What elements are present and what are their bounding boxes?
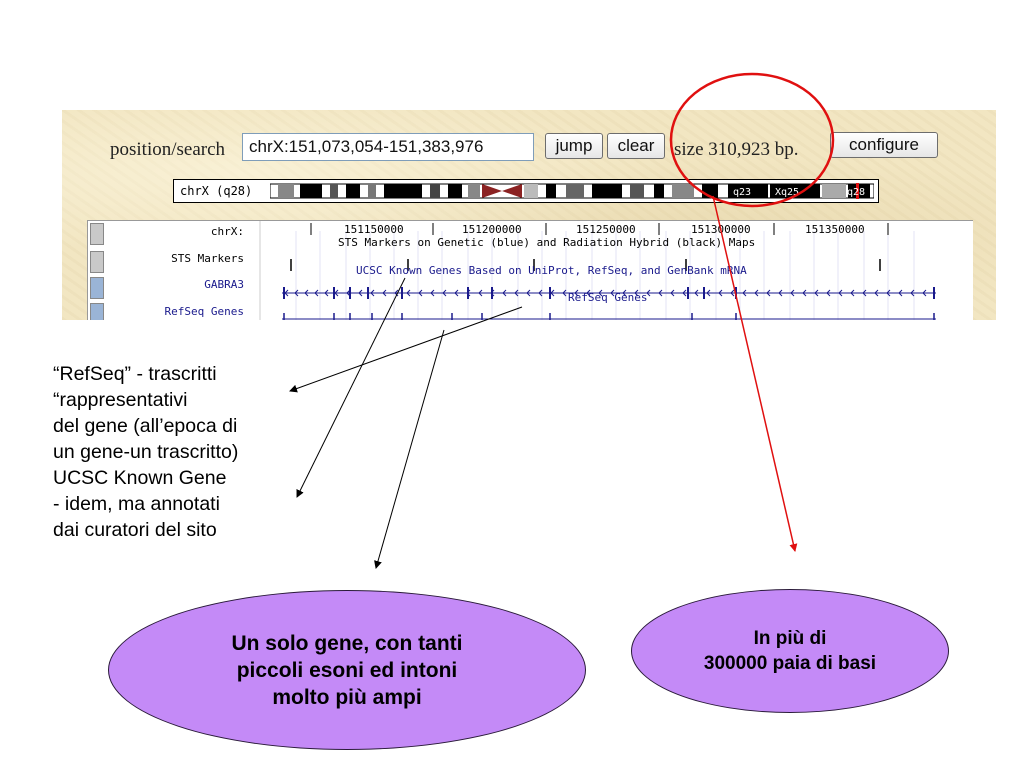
track-title-known-genes: UCSC Known Genes Based on UniProt, RefSe… [356,264,747,277]
ruler-tick-1: 151150000 [344,223,404,236]
ruler-side-button[interactable] [90,223,104,245]
track-label-refseq[interactable]: RefSeq Genes [164,305,244,318]
annotation-line-5: UCSC Known Gene [53,467,227,489]
ideogram-label: chrX (q28) [180,184,253,198]
arrow-gene-bubble [374,329,445,569]
annotation-line-1: “RefSeq” - trascritti [53,363,217,385]
ideogram-band-q23: q23 [733,187,751,198]
ruler-tick-5: 151350000 [805,223,865,236]
ruler-tick-2: 151200000 [462,223,522,236]
ruler-tick-3: 151250000 [576,223,636,236]
annotation-line-6: - idem, ma annotati [53,493,220,515]
position-search-label: position/search [110,139,226,160]
gene-callout-bubble: Un solo gene, con tanti piccoli esoni ed… [108,590,586,750]
annotation-text: “RefSeq” - trascritti “rappresentativi d… [53,361,353,543]
track-label-sts[interactable]: STS Markers [171,252,244,265]
ideogram-band-q28: q28 [847,187,865,198]
ruler-label: chrX: [210,225,244,238]
gabra3-side-button[interactable] [90,277,104,299]
genome-browser-screenshot: position/search jump clear size 310,923 … [62,110,996,320]
gene-callout-line-2: piccoli esoni ed intoni [236,658,458,682]
gene-callout-line-3: molto più ampi [272,685,422,709]
chromosome-ideogram[interactable]: chrX (q28) q23 [173,179,879,203]
track-display: chrX: STS Markers GABRA3 RefSeq Genes [87,220,973,320]
sts-side-button[interactable] [90,251,104,273]
annotation-line-4: un gene-un trascritto) [53,441,239,463]
track-title-sts: STS Markers on Genetic (blue) and Radiat… [338,236,756,249]
annotation-line-3: del gene (all’epoca di [53,415,238,437]
configure-button[interactable]: configure [830,132,938,158]
jump-button[interactable]: jump [545,133,603,159]
track-title-refseq: RefSeq Genes [568,291,648,304]
ideogram-bands: q23 Xq25 q28 [270,183,874,199]
track-label-gabra3[interactable]: GABRA3 [204,278,244,291]
refseq-side-button[interactable] [90,303,104,320]
region-size-text: size 310,923 bp. [674,139,799,160]
ruler-tick-4: 151300000 [691,223,751,236]
clear-button[interactable]: clear [607,133,665,159]
gene-callout-line-1: Un solo gene, con tanti [231,631,463,655]
size-callout-bubble: In più di 300000 paia di basi [631,589,949,713]
annotation-line-2: “rappresentativi [53,389,188,411]
annotation-line-7: dai curatori del sito [53,519,217,541]
size-callout-line-2: 300000 paia di basi [703,653,877,674]
ideogram-band-xq25: Xq25 [775,187,799,198]
position-search-input[interactable] [242,133,534,161]
size-callout-line-1: In più di [753,628,827,649]
